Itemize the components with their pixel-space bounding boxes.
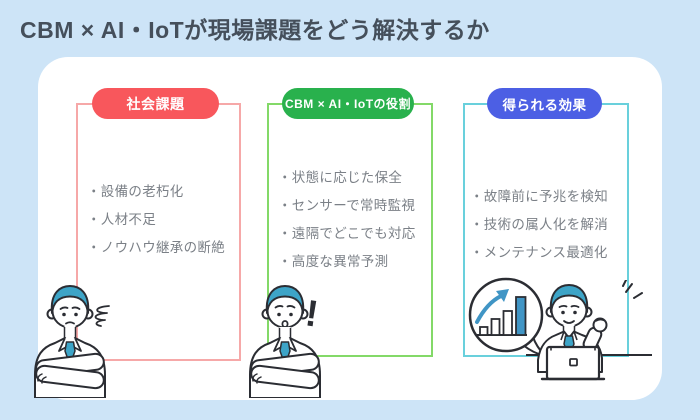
- scribble-icon: [94, 305, 110, 327]
- list-item: ・技術の属人化を解消: [470, 217, 608, 232]
- social-issues-list: ・設備の老朽化 ・人材不足 ・ノウハウ継承の断絶: [87, 176, 225, 260]
- growth-chart-icon: [475, 289, 527, 336]
- list-item: ・センサーで常時監視: [278, 198, 416, 213]
- sparkle-icon: [622, 280, 643, 299]
- cbm-role-pill: CBM × AI・IoTの役割: [282, 88, 414, 119]
- surprised-worker-illustration: !: [249, 285, 321, 398]
- social-issues-pill: 社会課題: [92, 88, 219, 119]
- effects-list: ・故障前に予兆を検知 ・技術の属人化を解消 ・メンテナンス最適化: [470, 181, 608, 265]
- happy-worker-laptop-illustration: [526, 280, 652, 381]
- exclamation-icon: !: [303, 292, 321, 334]
- list-item: ・ノウハウ継承の断絶: [87, 240, 225, 255]
- list-item: ・故障前に予兆を検知: [470, 189, 608, 204]
- page-title: CBM × AI・IoTが現場課題をどう解決するか: [20, 17, 490, 43]
- cbm-role-list: ・状態に応じた保全 ・センサーで常時監視 ・遠隔でどこでも対応 ・高度な異常予測: [278, 162, 416, 274]
- list-item: ・人材不足: [87, 212, 156, 227]
- list-item: ・状態に応じた保全: [278, 170, 403, 185]
- effects-pill: 得られる効果: [487, 88, 602, 119]
- list-item: ・メンテナンス最適化: [470, 245, 608, 260]
- growth-chart-bubble-icon: [468, 277, 546, 357]
- list-item: ・設備の老朽化: [87, 184, 184, 199]
- list-item: ・高度な異常予測: [278, 254, 389, 269]
- laptop-illustration: [540, 345, 606, 381]
- list-item: ・遠隔でどこでも対応: [278, 226, 416, 241]
- worried-worker-illustration: [34, 285, 110, 398]
- social-issues-box: [76, 103, 241, 361]
